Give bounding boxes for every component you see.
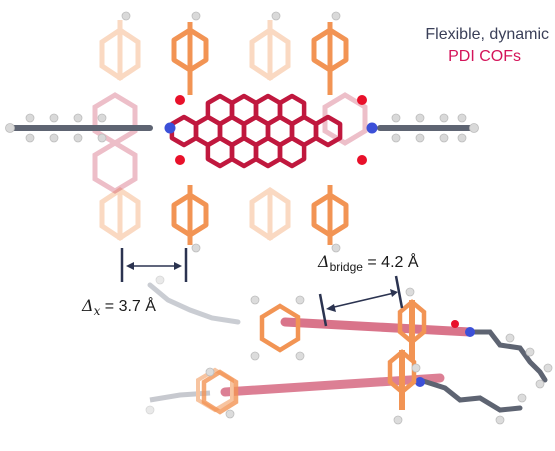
title-line-1: Flexible, dynamic <box>425 26 549 43</box>
side-hydrogens <box>145 275 553 425</box>
phenyl-bridges <box>171 22 349 245</box>
hydrogen-atoms <box>5 11 479 253</box>
delta-bridge-label: Δbridge = 4.2 Å <box>318 252 419 274</box>
faded-phenyl-bridges <box>99 20 291 242</box>
perylene-core <box>172 96 340 166</box>
title-line-2: PDI COFs <box>448 48 521 65</box>
delta-x-subscript: x <box>93 304 101 318</box>
pdi-stacked-side-view-icon <box>145 275 553 425</box>
faded-core-ghost <box>92 92 368 194</box>
delta-bridge-value: = 4.2 Å <box>367 254 419 271</box>
delta-bridge-subscript: bridge <box>329 260 363 274</box>
imide-atoms <box>164 95 378 165</box>
pdi-top-view-molecule-icon <box>5 11 479 253</box>
delta-x-label: Δx = 3.7 Å <box>82 296 156 318</box>
delta-x-symbol: Δ <box>82 296 94 315</box>
upper-layer <box>147 282 548 383</box>
lower-layer-front <box>201 349 523 415</box>
delta-x-measurement <box>120 248 188 282</box>
delta-bridge-symbol: Δ <box>318 252 330 271</box>
delta-x-value: = 3.7 Å <box>104 298 156 315</box>
delta-bridge-measurement <box>318 275 404 327</box>
